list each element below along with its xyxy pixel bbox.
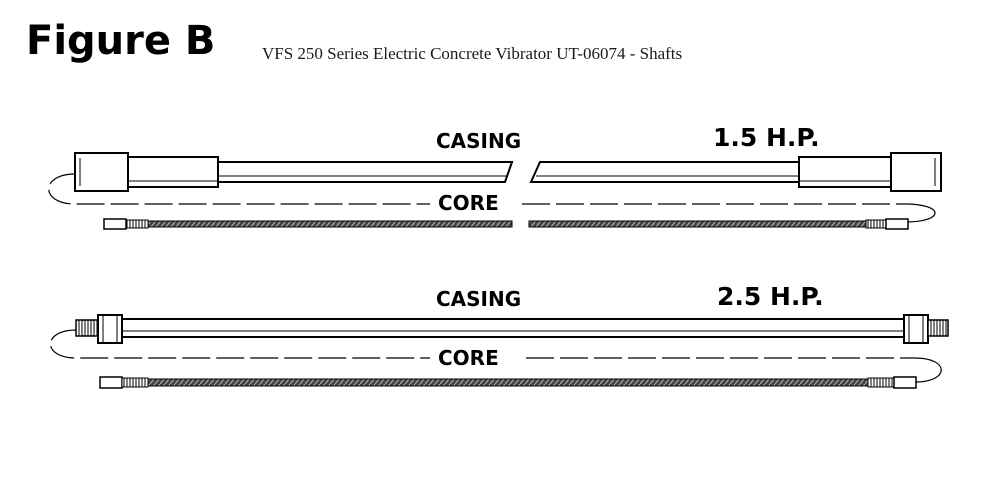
core-label-2-5hp: CORE <box>438 346 499 370</box>
core-tip-right <box>885 218 909 230</box>
core-label-1-5hp: CORE <box>438 191 499 215</box>
core-leader-right <box>914 357 942 383</box>
casing-thread-left <box>75 319 99 337</box>
core-leader-right <box>904 203 936 223</box>
shaft-1-5hp: 1.5 H.P. CASING CORE <box>48 123 942 230</box>
casing-nut-left <box>97 314 123 344</box>
core-tip-left <box>103 218 127 230</box>
rating-label-2-5hp: 2.5 H.P. <box>717 282 824 311</box>
casing-thread-right <box>927 319 949 337</box>
casing-sleeve-right <box>798 156 892 188</box>
core-tip-right <box>893 376 917 389</box>
figure-title: Figure B <box>26 18 216 64</box>
core-2-5hp: CORE <box>49 329 942 389</box>
core-cable-right <box>528 220 867 228</box>
casing-label-1-5hp: CASING <box>436 129 521 153</box>
casing-sleeve-left <box>127 156 219 188</box>
figure-caption: VFS 250 Series Electric Concrete Vibrato… <box>262 44 683 63</box>
casing-1-5hp <box>74 152 942 192</box>
casing-nut-right <box>903 314 929 344</box>
core-tip-left <box>99 376 123 389</box>
core-1-5hp: CORE <box>48 173 936 230</box>
casing-label-2-5hp: CASING <box>436 287 521 311</box>
casing-ferrule-left <box>74 152 129 192</box>
core-cable <box>147 378 869 387</box>
casing-2-5hp <box>75 314 949 344</box>
casing-tube-right <box>529 161 800 183</box>
casing-tube-left <box>217 161 514 183</box>
casing-tube <box>121 318 905 338</box>
core-leader-left <box>49 329 430 359</box>
casing-ferrule-right <box>890 152 942 192</box>
rating-label-1-5hp: 1.5 H.P. <box>713 123 820 152</box>
core-cable-left <box>147 220 513 228</box>
shaft-2-5hp: 2.5 H.P. CASING CORE <box>49 282 949 389</box>
core-leader-left <box>48 173 430 205</box>
